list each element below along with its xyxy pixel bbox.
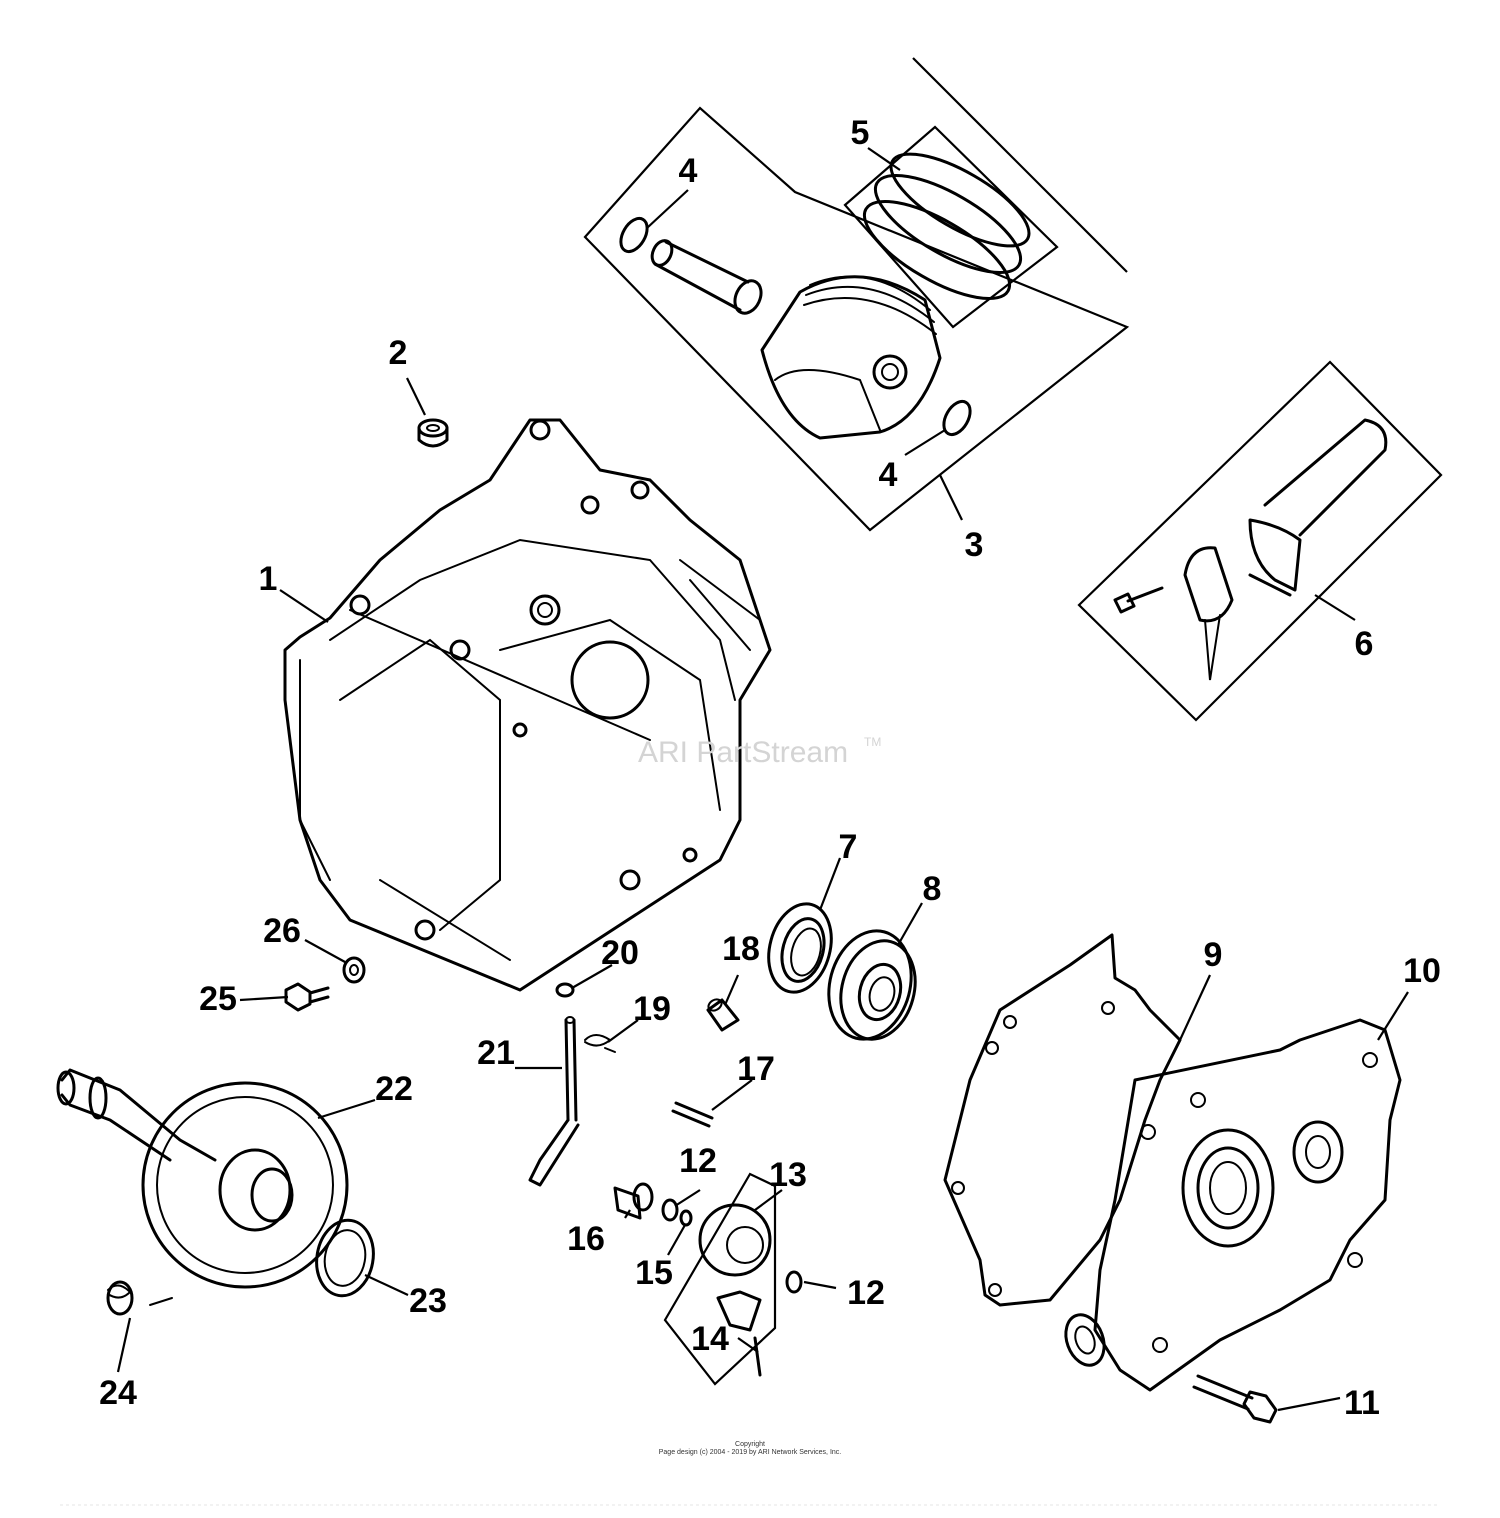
governor-gear-group — [663, 1172, 777, 1386]
bolt-25 — [284, 982, 330, 1012]
callout-18: 18 — [722, 930, 760, 968]
washer-12 — [661, 1198, 679, 1222]
callout-5: 5 — [851, 114, 870, 152]
callout-22: 22 — [375, 1070, 413, 1108]
callout-4: 4 — [879, 456, 898, 494]
cam-gear — [141, 1081, 349, 1289]
piston-ring — [862, 199, 1012, 301]
callout-23: 23 — [409, 1282, 447, 1320]
crankcase-boss — [529, 594, 561, 626]
callout-20: 20 — [601, 934, 639, 972]
callout-8: 8 — [923, 870, 942, 908]
governor-pin — [753, 1336, 762, 1377]
callout-24: 24 — [99, 1374, 137, 1412]
spring-24 — [106, 1280, 173, 1316]
crankcase — [283, 418, 772, 992]
callout-11: 11 — [1344, 1384, 1380, 1422]
bushing-16 — [613, 1182, 654, 1220]
callout-12: 12 — [847, 1274, 885, 1312]
rod-cap — [1183, 546, 1234, 681]
rod-bolt — [1113, 586, 1164, 614]
snap-ring — [942, 399, 972, 437]
thrust-washer — [315, 1218, 375, 1298]
callout-15: 15 — [635, 1254, 673, 1292]
washer-12 — [785, 1270, 803, 1294]
callout-1: 1 — [259, 560, 278, 598]
connecting-rod — [1248, 418, 1388, 597]
callout-13: 13 — [769, 1156, 807, 1194]
rod-box-outline — [1077, 360, 1443, 722]
callout-12: 12 — [679, 1142, 717, 1180]
oil-fill-port — [1064, 1313, 1106, 1367]
governor-shaft — [528, 1016, 580, 1187]
callout-26: 26 — [263, 912, 301, 950]
gasket — [943, 933, 1182, 1307]
piston-pin — [650, 239, 763, 315]
piston — [760, 275, 942, 440]
governor-gear — [698, 1203, 772, 1277]
callout-25: 25 — [199, 980, 237, 1018]
pin-17 — [671, 1101, 714, 1128]
snap-ring — [619, 216, 649, 254]
camshaft — [56, 1068, 349, 1289]
piston-ring — [873, 173, 1023, 275]
callout-17: 17 — [737, 1050, 775, 1088]
flange-bolt — [1192, 1374, 1278, 1424]
washer-20 — [555, 982, 575, 998]
hitch-pin-19 — [584, 1034, 616, 1053]
copyright-label: Copyright — [735, 1441, 765, 1448]
crankcase-bore — [570, 640, 650, 720]
oil-seal — [767, 902, 833, 994]
piston-box-top-line — [912, 57, 1128, 273]
piston-assembly-group — [583, 57, 1130, 532]
callout-14: 14 — [691, 1320, 729, 1358]
dowel-pin-18 — [706, 998, 740, 1032]
washer-26 — [342, 956, 366, 984]
watermark: ARI PartStream — [638, 736, 848, 769]
connecting-rod-group — [1077, 360, 1443, 722]
part-15 — [679, 1209, 693, 1227]
callout-9: 9 — [1204, 936, 1223, 974]
callout-4: 4 — [679, 152, 698, 190]
callout-10: 10 — [1403, 952, 1441, 990]
callout-3: 3 — [965, 526, 984, 564]
callout-16: 16 — [567, 1220, 605, 1258]
callout-6: 6 — [1355, 625, 1374, 663]
bearing-cap-nut — [417, 418, 449, 448]
governor-box-outline — [663, 1172, 777, 1386]
leader-lines — [116, 147, 1409, 1412]
watermark-tm: TM — [864, 735, 881, 749]
flyweight — [716, 1290, 762, 1332]
crankcase-cover — [1064, 1018, 1402, 1392]
callout-7: 7 — [839, 828, 858, 866]
piston-ring — [889, 152, 1031, 248]
piston-box-outline — [583, 106, 1130, 532]
callout-19: 19 — [633, 990, 671, 1028]
callout-21: 21 — [477, 1034, 515, 1072]
callouts: 1 2 3 4 4 5 6 7 8 9 10 11 12 12 13 14 15… — [99, 114, 1441, 1422]
ball-bearing — [827, 929, 917, 1041]
page-design-notice: Page design (c) 2004 - 2019 by ARI Netwo… — [659, 1449, 842, 1456]
callout-2: 2 — [389, 334, 408, 372]
